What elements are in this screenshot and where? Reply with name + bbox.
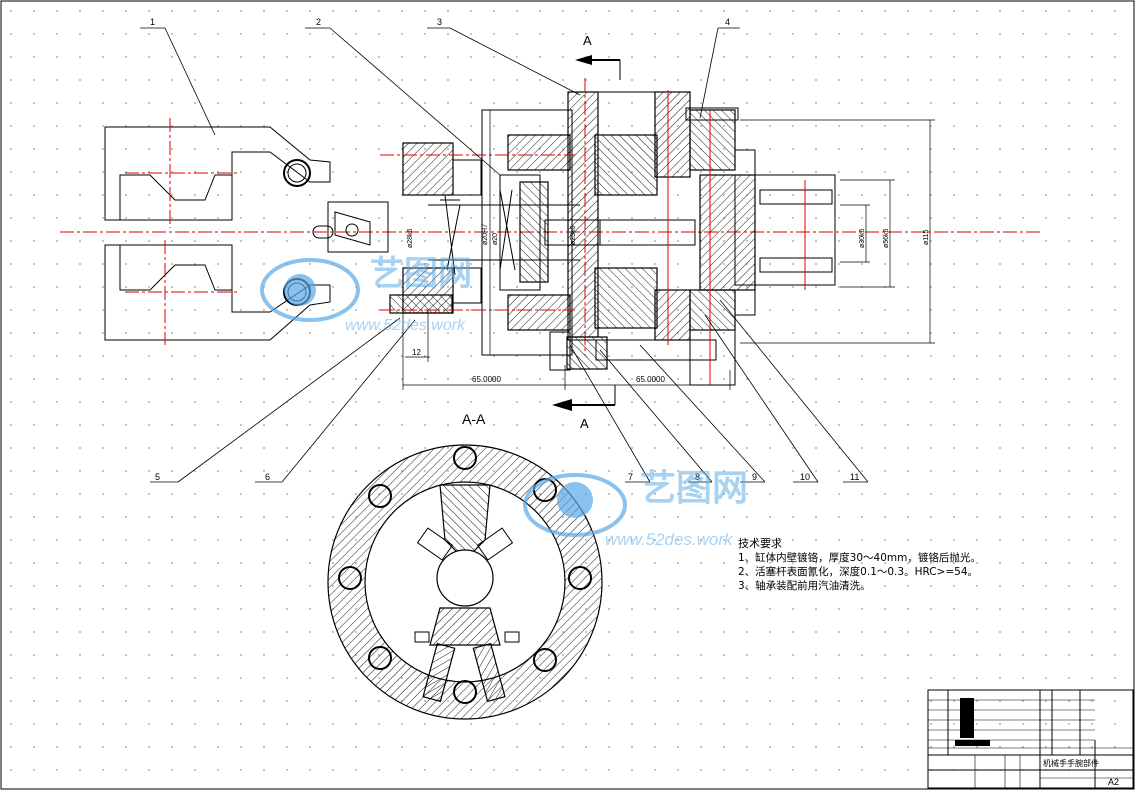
inner-upper-block — [439, 484, 491, 561]
watermark-bottom: 艺图网 www.52des.work — [523, 467, 748, 549]
part-number-2: 2 — [316, 17, 321, 27]
watermark-url-top: www.52des.work — [345, 317, 466, 334]
dim-dia-8: ø23k6 — [570, 225, 577, 245]
dimensions — [402, 109, 935, 390]
tech-req-item-1: 1、缸体内壁镀铬，厚度30～40mm，镀铬后抛光。 — [738, 552, 981, 564]
watermark-top: 艺图网 www.52des.work — [260, 255, 472, 334]
dim-dia-6: ø20 — [492, 233, 499, 245]
part-number-7: 7 — [628, 472, 633, 482]
dim-small: 12 — [412, 348, 421, 357]
section-marker-top: A — [583, 33, 592, 48]
part-number-11: 11 — [850, 472, 859, 482]
tech-req-item-3: 3、轴承装配前用汽油清洗。 — [738, 580, 871, 592]
dim-right: 65.0000 — [636, 375, 665, 384]
inner-lower-block — [429, 607, 501, 646]
section-title: A-A — [462, 411, 486, 427]
rear-flange — [699, 174, 836, 291]
linkage-block — [312, 201, 389, 253]
watermark-brand-bottom: 艺图网 — [640, 467, 748, 508]
part-number-6: 6 — [265, 472, 270, 482]
front-cover — [389, 142, 482, 314]
cylinder-body — [428, 109, 580, 356]
part-number-5: 5 — [155, 472, 160, 482]
main-assembly-view: 1 2 3 4 5 6 7 8 9 10 11 A A 65.0000 65.0… — [60, 17, 1040, 483]
finger-pin-top — [283, 159, 311, 187]
title-block-name: 机械手手腕部件 — [1043, 758, 1099, 768]
part-number-9: 9 — [752, 472, 757, 482]
section-arrow-top — [575, 55, 621, 80]
dim-dia-4: ø56k6 — [883, 228, 890, 248]
part-number-3: 3 — [437, 17, 442, 27]
inner-hub — [436, 549, 494, 607]
title-block: 机械手手腕部件 A2 — [927, 689, 1134, 789]
dim-dia-2: ø20H7 — [482, 224, 489, 245]
main-housing — [544, 91, 756, 386]
tech-req-title: 技术要求 — [738, 537, 782, 550]
watermark-url-bottom: www.52des.work — [605, 530, 734, 549]
section-marker-bottom: A — [580, 416, 589, 431]
tech-req-item-2: 2、活塞杆表面氰化，深度0.1～0.3。HRC>=54。 — [738, 566, 979, 578]
section-view-a-a: A-A — [327, 411, 603, 720]
part-number-10: 10 — [800, 472, 810, 482]
dim-dia-3: ø30k6 — [859, 228, 866, 248]
part-number-8: 8 — [695, 472, 700, 482]
bolt-holes — [338, 446, 592, 704]
dim-dia-1: ø28k6 — [407, 228, 414, 248]
part-number-1: 1 — [150, 17, 155, 27]
watermark-brand-top: 艺图网 — [370, 255, 472, 293]
section-arrow-bottom — [552, 385, 616, 411]
dim-left: 65.0000 — [472, 375, 501, 384]
dim-dia-5: ø115 — [923, 229, 930, 245]
part-number-4: 4 — [725, 17, 730, 27]
title-block-sheet-size: A2 — [1108, 777, 1119, 787]
leader-lines — [140, 27, 869, 483]
